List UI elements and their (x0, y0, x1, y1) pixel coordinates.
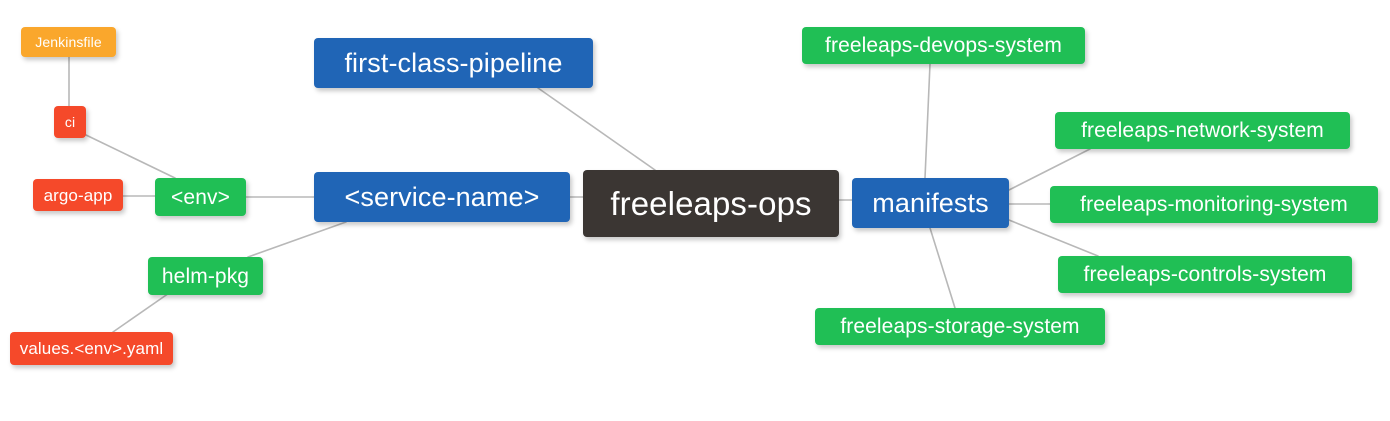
node-label-helm-pkg: helm-pkg (161, 264, 250, 288)
edge-service-name-to-helm-pkg (247, 221, 347, 258)
node-label-values-env-yaml: values.<env>.yaml (19, 339, 164, 358)
node-label-service-name: <service-name> (344, 181, 540, 212)
node-label-first-class-pipeline: first-class-pipeline (344, 47, 563, 78)
edge-ci-to-env (85, 134, 176, 179)
edge-manifests-to-freeleaps-storage-system (929, 227, 956, 309)
node-freeleaps-controls-system[interactable]: freeleaps-controls-system (1058, 256, 1352, 293)
node-label-freeleaps-storage-system: freeleaps-storage-system (840, 315, 1080, 338)
node-manifests[interactable]: manifests (852, 178, 1009, 228)
node-label-argo-app: argo-app (43, 185, 113, 205)
node-label-manifests: manifests (872, 187, 989, 218)
node-label-env: <env> (171, 185, 230, 209)
node-label-freeleaps-network-system: freeleaps-network-system (1081, 119, 1324, 142)
node-freeleaps-devops-system[interactable]: freeleaps-devops-system (802, 27, 1085, 64)
node-label-ci: ci (64, 114, 76, 130)
edge-manifests-to-freeleaps-devops-system (924, 63, 931, 179)
node-jenkinsfile[interactable]: Jenkinsfile (21, 27, 116, 57)
edge-manifests-to-freeleaps-network-system (1008, 148, 1091, 191)
node-freeleaps-ops[interactable]: freeleaps-ops (583, 170, 839, 237)
edge-manifests-to-freeleaps-controls-system (1008, 219, 1099, 257)
node-ci[interactable]: ci (54, 106, 86, 138)
node-label-freeleaps-devops-system: freeleaps-devops-system (825, 34, 1062, 57)
node-label-jenkinsfile: Jenkinsfile (35, 34, 102, 50)
node-helm-pkg[interactable]: helm-pkg (148, 257, 263, 295)
node-freeleaps-network-system[interactable]: freeleaps-network-system (1055, 112, 1350, 149)
node-label-freeleaps-ops: freeleaps-ops (610, 185, 812, 222)
node-values-env-yaml[interactable]: values.<env>.yaml (10, 332, 173, 365)
node-first-class-pipeline[interactable]: first-class-pipeline (314, 38, 593, 88)
node-freeleaps-storage-system[interactable]: freeleaps-storage-system (815, 308, 1105, 345)
node-freeleaps-monitoring-system[interactable]: freeleaps-monitoring-system (1050, 186, 1378, 223)
node-label-freeleaps-controls-system: freeleaps-controls-system (1083, 263, 1327, 286)
node-service-name[interactable]: <service-name> (314, 172, 570, 222)
node-env[interactable]: <env> (155, 178, 246, 216)
node-label-freeleaps-monitoring-system: freeleaps-monitoring-system (1080, 193, 1348, 216)
edge-helm-pkg-to-values-env-yaml (112, 290, 173, 333)
node-argo-app[interactable]: argo-app (33, 179, 123, 211)
edge-first-class-pipeline-to-freeleaps-ops (537, 87, 656, 171)
